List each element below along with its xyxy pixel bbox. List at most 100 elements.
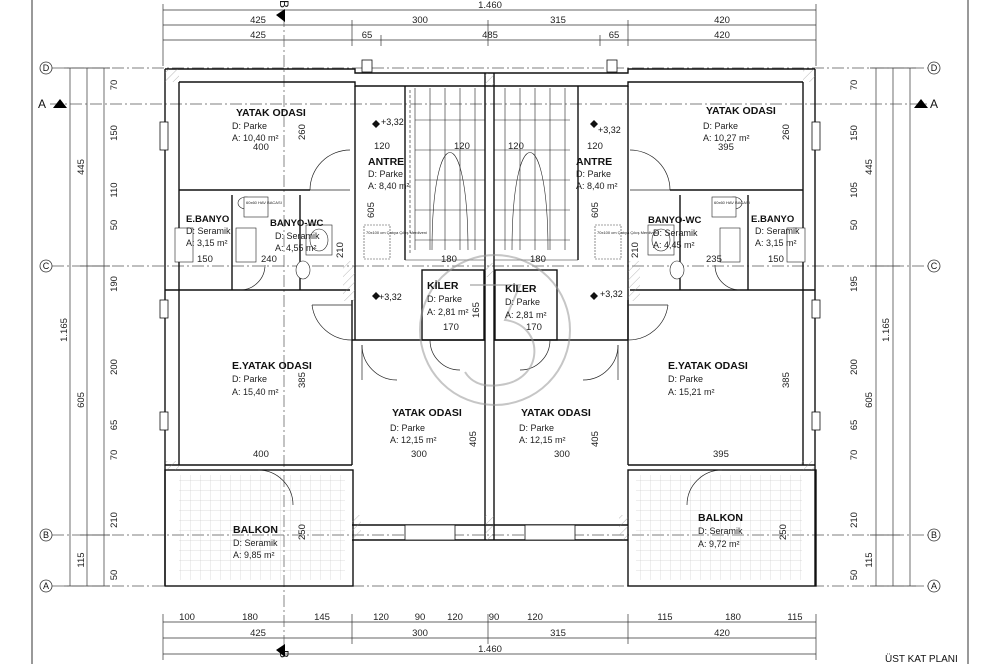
dim-master-left-h: 385 xyxy=(297,372,308,388)
dim-top-4: 420 xyxy=(714,15,730,26)
dim-left-in-2: 150 xyxy=(109,125,120,141)
dim-mid-left-h: 405 xyxy=(468,431,479,447)
dim-bed-left-h: 260 xyxy=(297,124,308,140)
dim-right-in-7: 65 xyxy=(849,420,860,431)
room-area: A: 10,40 m² xyxy=(232,133,279,143)
stair-right xyxy=(494,88,578,261)
level-marks xyxy=(372,120,598,300)
level-2: +3,32 xyxy=(598,125,621,135)
room-area: A: 4,55 m² xyxy=(275,243,317,253)
dim-right-in-9: 210 xyxy=(849,512,860,528)
dim-left-in-9: 210 xyxy=(109,512,120,528)
left-dimensions xyxy=(64,67,110,587)
room-master-right: E.YATAK ODASI D: Parke A: 15,21 m² xyxy=(668,360,748,397)
room-area: A: 12,15 m² xyxy=(390,435,437,445)
dim-stair-left: 120 xyxy=(374,141,390,152)
axis-label-a-left: A xyxy=(43,581,49,591)
dim-right-in-10: 50 xyxy=(849,570,860,581)
dim-bed-right-h: 260 xyxy=(781,124,792,140)
drawing-title: ÜST KAT PLANI xyxy=(885,653,958,664)
dim-bot2-1: 425 xyxy=(250,628,266,639)
dim-bot-7: 90 xyxy=(489,612,500,623)
dim-kiler-left-w: 170 xyxy=(443,322,459,333)
dim-right-in-5: 195 xyxy=(849,276,860,292)
dim-wc-right-h: 210 xyxy=(630,242,641,258)
room-floor: D: Parke xyxy=(390,423,425,433)
dim-bot-4: 120 xyxy=(373,612,389,623)
room-floor: D: Parke xyxy=(519,423,554,433)
room-ebath-left: E.BANYO D: Seramik A: 3,15 m² xyxy=(186,214,231,248)
room-name: YATAK ODASI xyxy=(521,407,591,419)
room-floor: D: Parke xyxy=(668,374,703,384)
dim-bot-9: 115 xyxy=(657,612,672,623)
door-swings xyxy=(239,149,741,506)
dim-balcony-right-h: 250 xyxy=(778,524,789,540)
room-floor: D: Parke xyxy=(505,297,540,307)
dim-left-outer-1: 445 xyxy=(76,159,87,175)
dim-bot-total: 1.460 xyxy=(478,644,502,655)
room-name: ANTRE xyxy=(576,156,612,168)
dim-bot-5: 90 xyxy=(415,612,426,623)
dim-bot2-3: 315 xyxy=(550,628,566,639)
wall-hatching xyxy=(165,69,815,540)
room-floor: D: Parke xyxy=(576,169,611,179)
room-floor: D: Parke xyxy=(368,169,403,179)
axis-label-b-right: B xyxy=(931,530,937,540)
room-area: A: 3,15 m² xyxy=(186,238,228,248)
balcony-left-floor xyxy=(179,475,345,580)
level-1: +3,32 xyxy=(381,117,404,127)
axis-label-c-left: C xyxy=(43,261,50,271)
dim-right-in-4: 50 xyxy=(849,220,860,231)
room-bedroom-right: YATAK ODASI D: Parke A: 10,27 m² xyxy=(703,105,776,143)
dim-right-in-1: 70 xyxy=(849,80,860,91)
dim-top2-5: 420 xyxy=(714,30,730,41)
roof-escape-left xyxy=(363,224,391,260)
room-floor: D: Seramik xyxy=(275,231,320,241)
room-floor: D: Parke xyxy=(232,374,267,384)
room-area: A: 4,45 m² xyxy=(653,240,695,250)
top-dimensions xyxy=(162,4,817,66)
windows xyxy=(159,59,821,541)
room-floor: D: Parke xyxy=(703,121,738,131)
room-name: BANYO-WC xyxy=(270,218,323,229)
dim-bed-right-w: 395 xyxy=(718,142,734,153)
dim-bot2-4: 420 xyxy=(714,628,730,639)
dim-right-outer-3: 115 xyxy=(864,552,875,567)
dim-top2-1: 425 xyxy=(250,30,266,41)
room-area: A: 8,40 m² xyxy=(576,181,618,191)
room-master-left: E.YATAK ODASI D: Parke A: 15,40 m² xyxy=(232,360,312,397)
dim-left-in-8: 70 xyxy=(109,450,120,461)
dim-mid-right-w: 300 xyxy=(554,449,570,460)
dim-bot-2: 180 xyxy=(242,612,258,623)
room-floor: D: Seramik xyxy=(755,226,800,236)
dim-master-right-h: 385 xyxy=(781,372,792,388)
watermark-logo xyxy=(419,254,571,406)
room-name: E.BANYO xyxy=(186,214,229,225)
dim-left-outer-2: 605 xyxy=(76,392,87,408)
dim-bed-left-w: 400 xyxy=(253,142,269,153)
room-name: KİLER xyxy=(427,279,459,292)
dim-left-in-1: 70 xyxy=(109,80,120,91)
room-bedroom-left: YATAK ODASI D: Parke A: 10,40 m² xyxy=(232,107,306,143)
axis-label-b-left: B xyxy=(43,530,49,540)
dim-antre-left-h: 605 xyxy=(366,202,377,218)
dim-balcony-left-h: 250 xyxy=(297,524,308,540)
room-area: A: 8,40 m² xyxy=(368,181,410,191)
room-floor: D: Parke xyxy=(427,294,462,304)
dim-stair-right-2: 120 xyxy=(587,141,603,152)
dim-master-left-w: 400 xyxy=(253,449,269,460)
room-balcony-right: BALKON D: Seramik A: 9,72 m² xyxy=(698,512,743,549)
room-floor: D: Seramik xyxy=(233,538,278,548)
room-name: BANYO-WC xyxy=(648,215,701,226)
dim-bot-8: 120 xyxy=(527,612,543,623)
dim-right-in-8: 70 xyxy=(849,450,860,461)
dim-top-total: 1.460 xyxy=(478,0,502,11)
dim-left-in-7: 65 xyxy=(109,420,120,431)
dim-right-in-6: 200 xyxy=(849,359,860,375)
room-area: A: 9,72 m² xyxy=(698,539,740,549)
section-a-right: A xyxy=(930,97,938,111)
room-bathwc-right: BANYO-WC D: Seramik A: 4,45 m² xyxy=(648,215,701,250)
section-b-top: B xyxy=(277,0,291,8)
dim-stair-h-left: 180 xyxy=(441,254,457,265)
